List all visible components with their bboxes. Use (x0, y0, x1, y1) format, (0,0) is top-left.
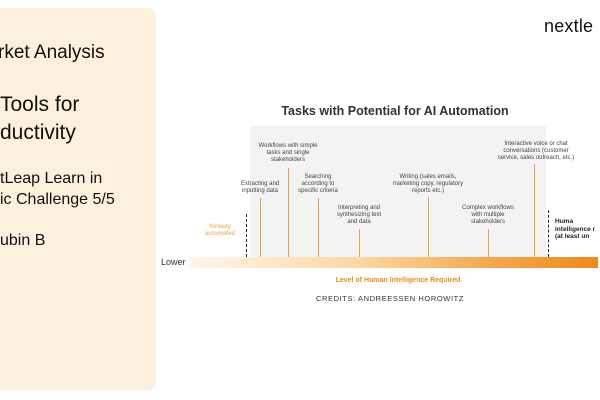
task-line-7 (534, 164, 535, 257)
task-line-5 (428, 197, 429, 257)
human-intelligence-note: Huma intelligence r (at least un (555, 218, 596, 240)
human-divider (548, 210, 549, 257)
slide-title-line-1: rket Analysis (0, 42, 105, 63)
task-line-4 (359, 229, 360, 257)
slide-subtitle-line-1: tLeap Learn in (0, 170, 103, 187)
task-label-3: Searching according to specific criteria (298, 174, 338, 194)
task-label-6: Complex workflows with multiple stakehol… (462, 205, 514, 225)
automated-divider (246, 214, 247, 257)
slide-author: ubin B (0, 232, 46, 249)
task-label-1: Extracting and inputting data (240, 181, 280, 194)
task-line-3 (318, 198, 319, 257)
task-label-5: Writing (sales emails, marketing copy, r… (392, 174, 464, 194)
chart-title: Tasks with Potential for AI Automation (281, 104, 509, 118)
task-label-2: Workflows with simple tasks and single s… (258, 143, 318, 163)
intelligence-gradient-bar (190, 257, 598, 268)
axis-label: Level of Human Intelligence Required (335, 277, 461, 284)
task-line-6 (488, 229, 489, 257)
slide-subtitle-line-2: ic Challenge 5/5 (0, 191, 115, 208)
credits: CREDITS: ANDREESSEN HOROWITZ (315, 294, 465, 303)
already-automated-note: Already automated (204, 224, 236, 237)
slide-title-line-3: ductivity (0, 121, 76, 144)
task-label-4: Interpreting and synthesizing text and d… (336, 205, 382, 225)
chart-background (250, 126, 546, 257)
slide-title-line-2: Tools for (0, 93, 80, 116)
left-panel: rket Analysis Tools for ductivity tLeap … (0, 8, 156, 390)
logo: nextle (544, 16, 594, 36)
axis-start-label: Lower (161, 257, 186, 267)
task-line-1 (260, 198, 261, 257)
task-line-2 (288, 168, 289, 257)
task-label-7: Interactive voice or chat conversations … (497, 141, 575, 161)
